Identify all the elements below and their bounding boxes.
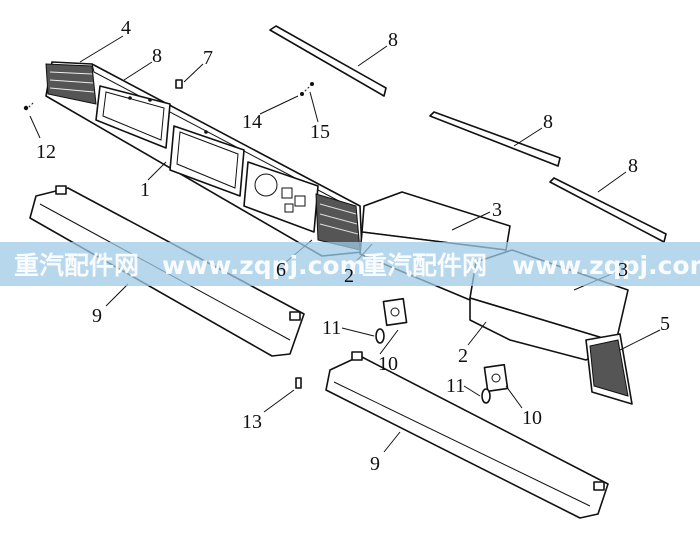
trim-strip-middle	[429, 111, 561, 167]
trim-strip-top	[269, 25, 387, 97]
callout-8-top: 8	[388, 29, 398, 51]
leader-lines	[29, 35, 661, 453]
watermark-text-2: www.zqpj.com	[162, 251, 366, 280]
watermark-band: 重汽配件网 www.zqpj.com 重汽配件网 www.zqpj.com	[0, 242, 700, 286]
callout-8-panel: 8	[152, 45, 162, 67]
watermark-text-4: www.zqpj.com	[512, 251, 700, 280]
callout-8-middle: 8	[543, 111, 553, 133]
callout-1: 1	[140, 179, 150, 201]
watermark-text-1: 重汽配件网	[14, 251, 139, 280]
callout-7: 7	[203, 47, 213, 69]
callout-8-right: 8	[628, 155, 638, 177]
callout-4: 4	[121, 17, 131, 39]
callout-3-lower: 3	[618, 259, 628, 281]
callout-14: 14	[242, 111, 262, 133]
callout-11-upper: 11	[322, 317, 341, 339]
callout-3-upper: 3	[492, 199, 502, 221]
trim-strip-right	[549, 177, 667, 243]
callout-10-upper: 10	[378, 353, 398, 375]
callout-labels: 4 8 7 8 8 8 1 3 3 6 2 2 5 9 11 10 11 10 …	[36, 17, 670, 475]
callout-9-left: 9	[92, 305, 102, 327]
lower-tray-right	[325, 351, 609, 519]
callout-11-lower: 11	[446, 375, 465, 397]
clip-bracket-lower	[481, 363, 509, 404]
callout-15: 15	[310, 121, 330, 143]
callout-5: 5	[660, 313, 670, 335]
callout-2-upper: 2	[344, 265, 354, 287]
callout-12: 12	[36, 141, 56, 163]
callout-6: 6	[276, 259, 286, 281]
callout-2-lower: 2	[458, 345, 468, 367]
right-grille-panel	[585, 333, 633, 405]
callout-10-lower: 10	[522, 407, 542, 429]
callout-9-right: 9	[370, 453, 380, 475]
fastener-screws	[23, 79, 314, 389]
dashboard-panel	[45, 61, 363, 257]
clip-bracket-upper	[375, 297, 408, 344]
callout-13: 13	[242, 411, 262, 433]
watermark-text-3: 重汽配件网	[362, 251, 487, 280]
